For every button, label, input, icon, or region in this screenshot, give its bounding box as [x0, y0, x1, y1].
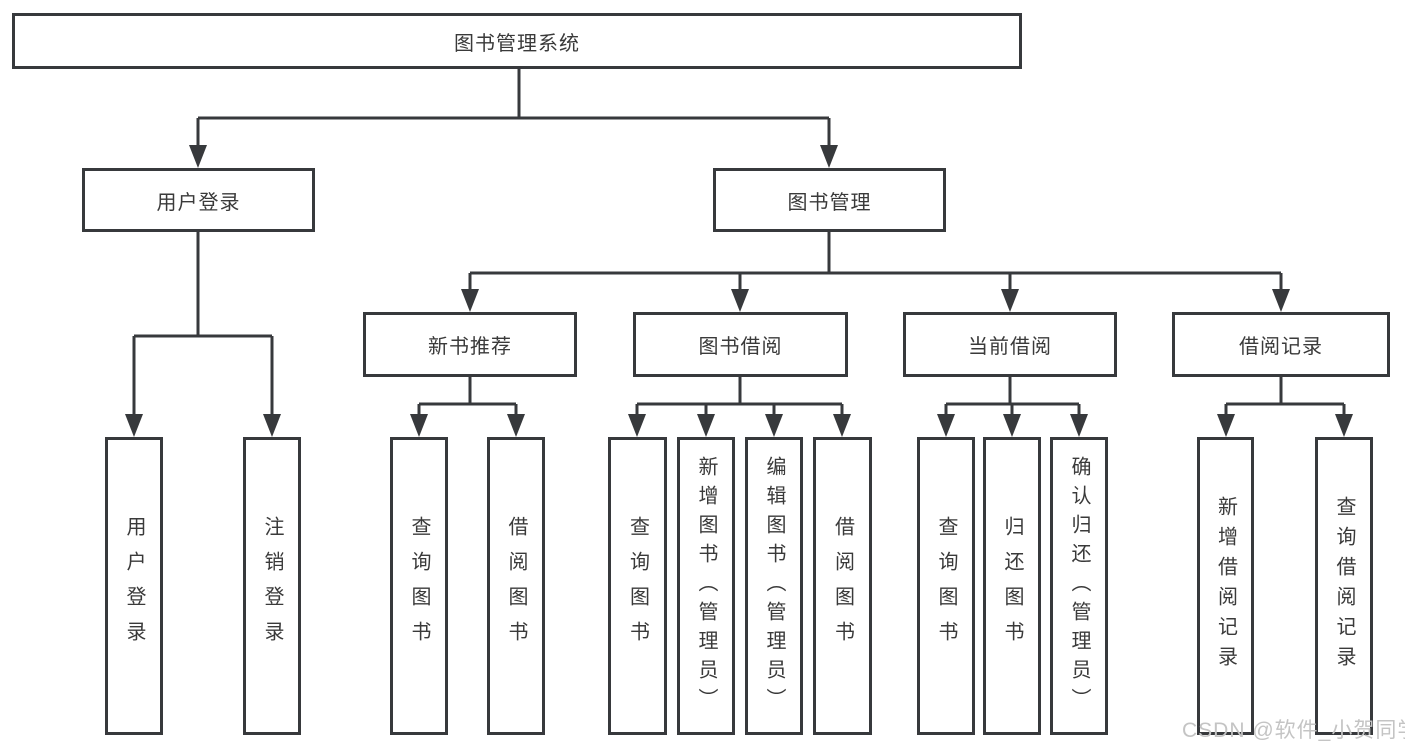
leaf-confirm-return-admin-label: 确认归还（管理员） — [1068, 455, 1090, 717]
node-current-borrowing-label: 当前借阅 — [968, 336, 1052, 358]
node-book-management: 图书管理 — [713, 168, 946, 232]
node-new-book-recommend: 新书推荐 — [363, 312, 577, 377]
node-root-system: 图书管理系统 — [12, 13, 1022, 69]
node-root-label: 图书管理系统 — [454, 32, 580, 55]
edge-book-mgmt-to-level3 — [468, 232, 1283, 291]
leaf-borrow-books-1: 借阅图书 — [487, 437, 545, 735]
node-book-management-label: 图书管理 — [787, 191, 872, 214]
edge-root-to-level2 — [196, 69, 831, 147]
leaf-borrow-books-1-label: 借阅图书 — [505, 516, 527, 656]
node-current-borrowing: 当前借阅 — [903, 312, 1117, 377]
node-borrowing-records: 借阅记录 — [1172, 312, 1390, 377]
leaf-query-books-1: 查询图书 — [390, 437, 448, 735]
edge-book-borrow-to-leaves — [635, 377, 844, 416]
leaf-add-borrow-record: 新增借阅记录 — [1197, 437, 1254, 735]
leaf-edit-books-admin-label: 编辑图书（管理员） — [763, 455, 785, 717]
node-book-borrowing-label: 图书借阅 — [698, 336, 783, 358]
node-book-borrowing: 图书借阅 — [633, 312, 848, 377]
leaf-borrow-books-2-label: 借阅图书 — [831, 516, 854, 656]
leaf-query-books-1-label: 查询图书 — [408, 516, 430, 656]
node-user-login: 用户登录 — [82, 168, 315, 232]
leaf-edit-books-admin: 编辑图书（管理员） — [745, 437, 803, 735]
edge-borrow-record-to-leaves — [1224, 377, 1346, 416]
leaf-add-books-admin: 新增图书（管理员） — [677, 437, 735, 735]
watermark: CSDN @软件_小贺同学 — [1182, 719, 1405, 742]
leaf-user-login: 用户登录 — [105, 437, 163, 735]
edge-new-books-to-leaves — [417, 377, 518, 416]
leaf-query-borrow-record: 查询借阅记录 — [1315, 437, 1373, 735]
leaf-return-books: 归还图书 — [983, 437, 1041, 735]
leaf-user-login-label: 用户登录 — [123, 516, 145, 656]
leaf-borrow-books-2: 借阅图书 — [813, 437, 872, 735]
edge-user-login-to-leaves — [132, 232, 274, 416]
leaf-logout: 注销登录 — [243, 437, 301, 735]
leaf-query-books-3: 查询图书 — [917, 437, 975, 735]
node-new-book-recommend-label: 新书推荐 — [428, 336, 512, 358]
leaf-query-books-2: 查询图书 — [608, 437, 667, 735]
node-user-login-label: 用户登录 — [156, 191, 241, 214]
leaf-return-books-label: 归还图书 — [1001, 516, 1023, 656]
edge-current-borrow-to-leaves — [944, 377, 1081, 416]
leaf-query-books-3-label: 查询图书 — [935, 516, 957, 656]
leaf-logout-label: 注销登录 — [261, 516, 283, 656]
leaf-query-books-2-label: 查询图书 — [626, 516, 649, 656]
leaf-confirm-return-admin: 确认归还（管理员） — [1050, 437, 1108, 735]
leaf-query-borrow-record-label: 查询借阅记录 — [1333, 496, 1355, 676]
node-borrowing-records-label: 借阅记录 — [1239, 336, 1323, 358]
leaf-add-books-admin-label: 新增图书（管理员） — [695, 455, 717, 717]
leaf-add-borrow-record-label: 新增借阅记录 — [1214, 496, 1237, 676]
